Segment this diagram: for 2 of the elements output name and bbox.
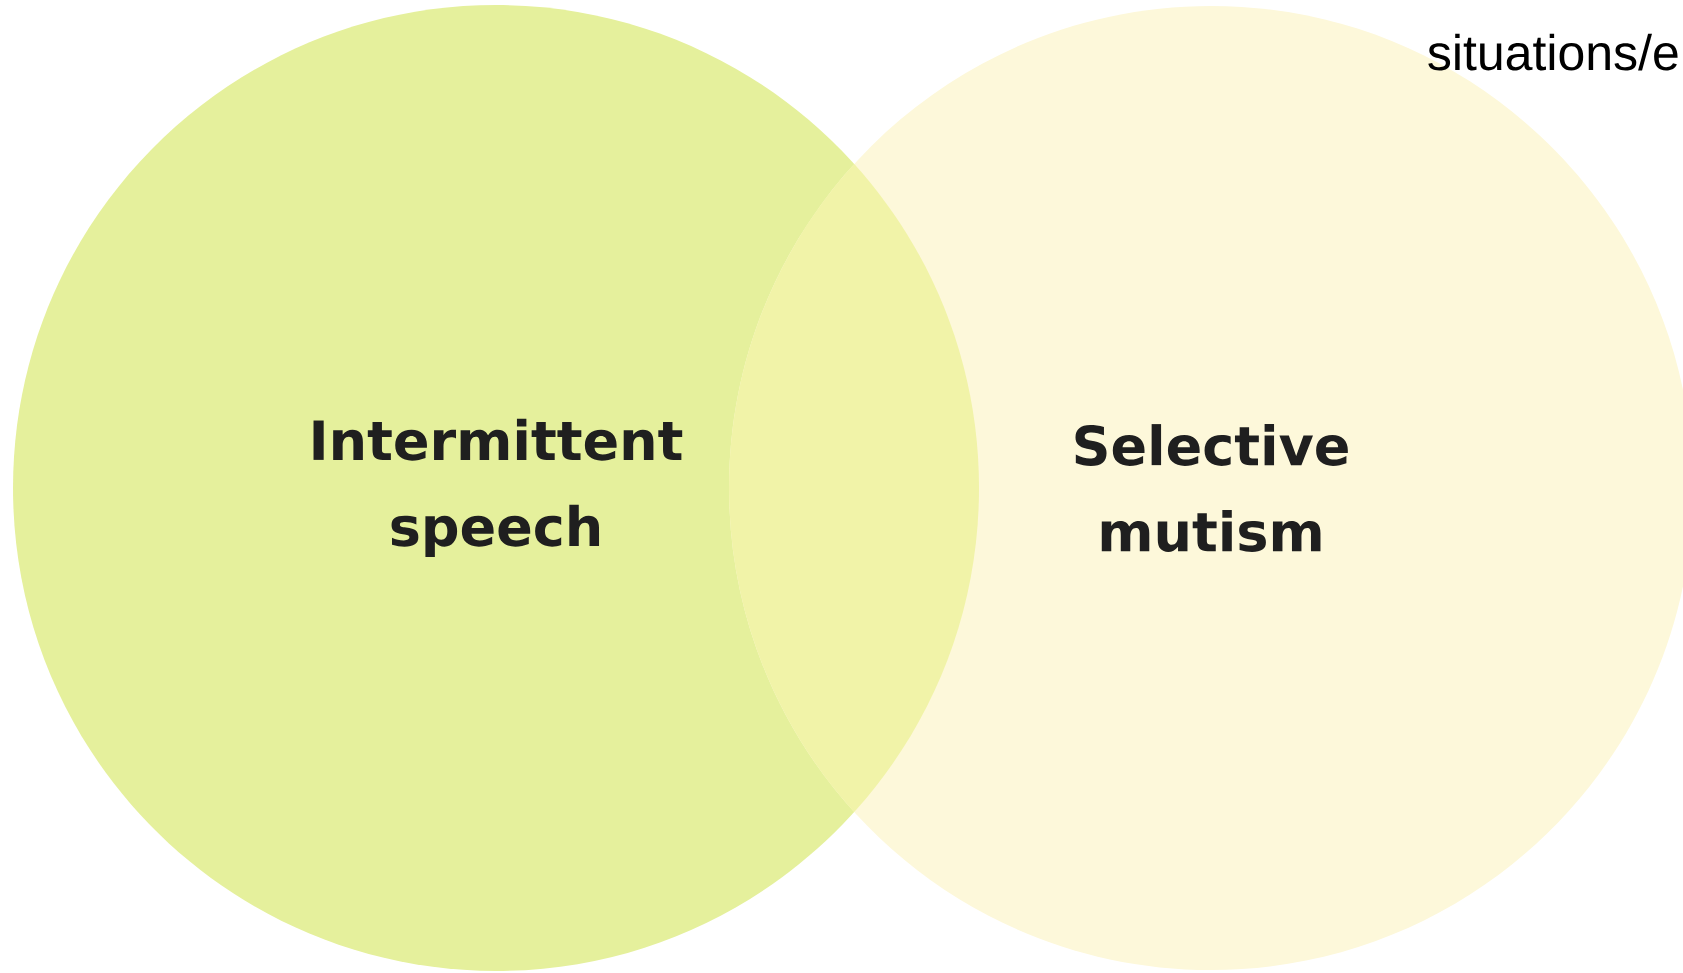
label-text: situations/e — [1428, 33, 1678, 71]
node-label: Selective mutism — [1075, 424, 1348, 552]
